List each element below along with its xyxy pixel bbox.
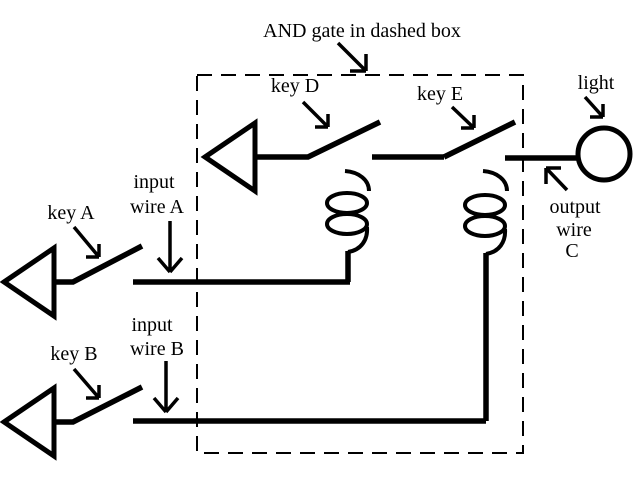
- output-wire-c-pointer-arrow: [544, 166, 569, 192]
- key-b-label: key B: [50, 343, 97, 365]
- title-pointer-arrow: [336, 41, 368, 73]
- output-wire-c-label-line2: wire: [556, 219, 592, 241]
- input-wire-b-label-line1: input: [131, 314, 173, 336]
- key-a-switch-blade: [54, 243, 144, 285]
- key-e-pointer-arrow: [450, 105, 476, 130]
- light-pointer-arrow: [583, 95, 605, 119]
- key-b-pointer-arrow: [72, 367, 101, 400]
- light-bulb-icon: [575, 125, 633, 183]
- key-b-triangle-icon: [0, 383, 57, 461]
- relay-coil-2-bottom-hook: [485, 228, 508, 256]
- relay-coil-1-top-hook: [344, 169, 371, 192]
- key-b-switch-blade: [54, 384, 144, 425]
- relay-coil-2: [463, 169, 509, 421]
- key-d-switch-blade: [255, 119, 382, 160]
- key-a-label: key A: [47, 202, 95, 224]
- input-wire-a-label-line1: input: [133, 171, 175, 193]
- output-wire-c-label-line3: C: [565, 240, 578, 262]
- light-label: light: [578, 72, 615, 94]
- key-d-triangle-icon: [200, 118, 258, 196]
- relay-coil-1-loop-2: [325, 212, 369, 236]
- input-wire-a-pointer-arrow: [156, 221, 184, 274]
- input-wire-b-pointer-arrow: [152, 361, 180, 414]
- key-e-switch-blade: [442, 119, 517, 160]
- output-wire-c-label-line1: output: [549, 196, 601, 218]
- relay-coil-2-loop-2: [463, 214, 507, 238]
- key-e-label: key E: [417, 83, 463, 105]
- key-d-label: key D: [271, 75, 319, 97]
- key-a-triangle-icon: [0, 243, 57, 321]
- relay-coil-1: [325, 169, 371, 282]
- relay-coil-2-top-hook: [482, 169, 509, 192]
- key-a-pointer-arrow: [72, 225, 101, 259]
- key-d-pointer-arrow: [301, 100, 330, 129]
- relay-coil-1-loop-1: [325, 191, 369, 215]
- relay-coil-2-loop-1: [463, 193, 507, 217]
- and-gate-dashed-box: [196, 74, 524, 454]
- input-wire-b-label-line2: wire B: [130, 338, 184, 360]
- title-label: AND gate in dashed box: [263, 20, 461, 42]
- input-wire-a-label-line2: wire A: [130, 196, 184, 218]
- relay-coil-1-bottom-hook: [347, 226, 370, 254]
